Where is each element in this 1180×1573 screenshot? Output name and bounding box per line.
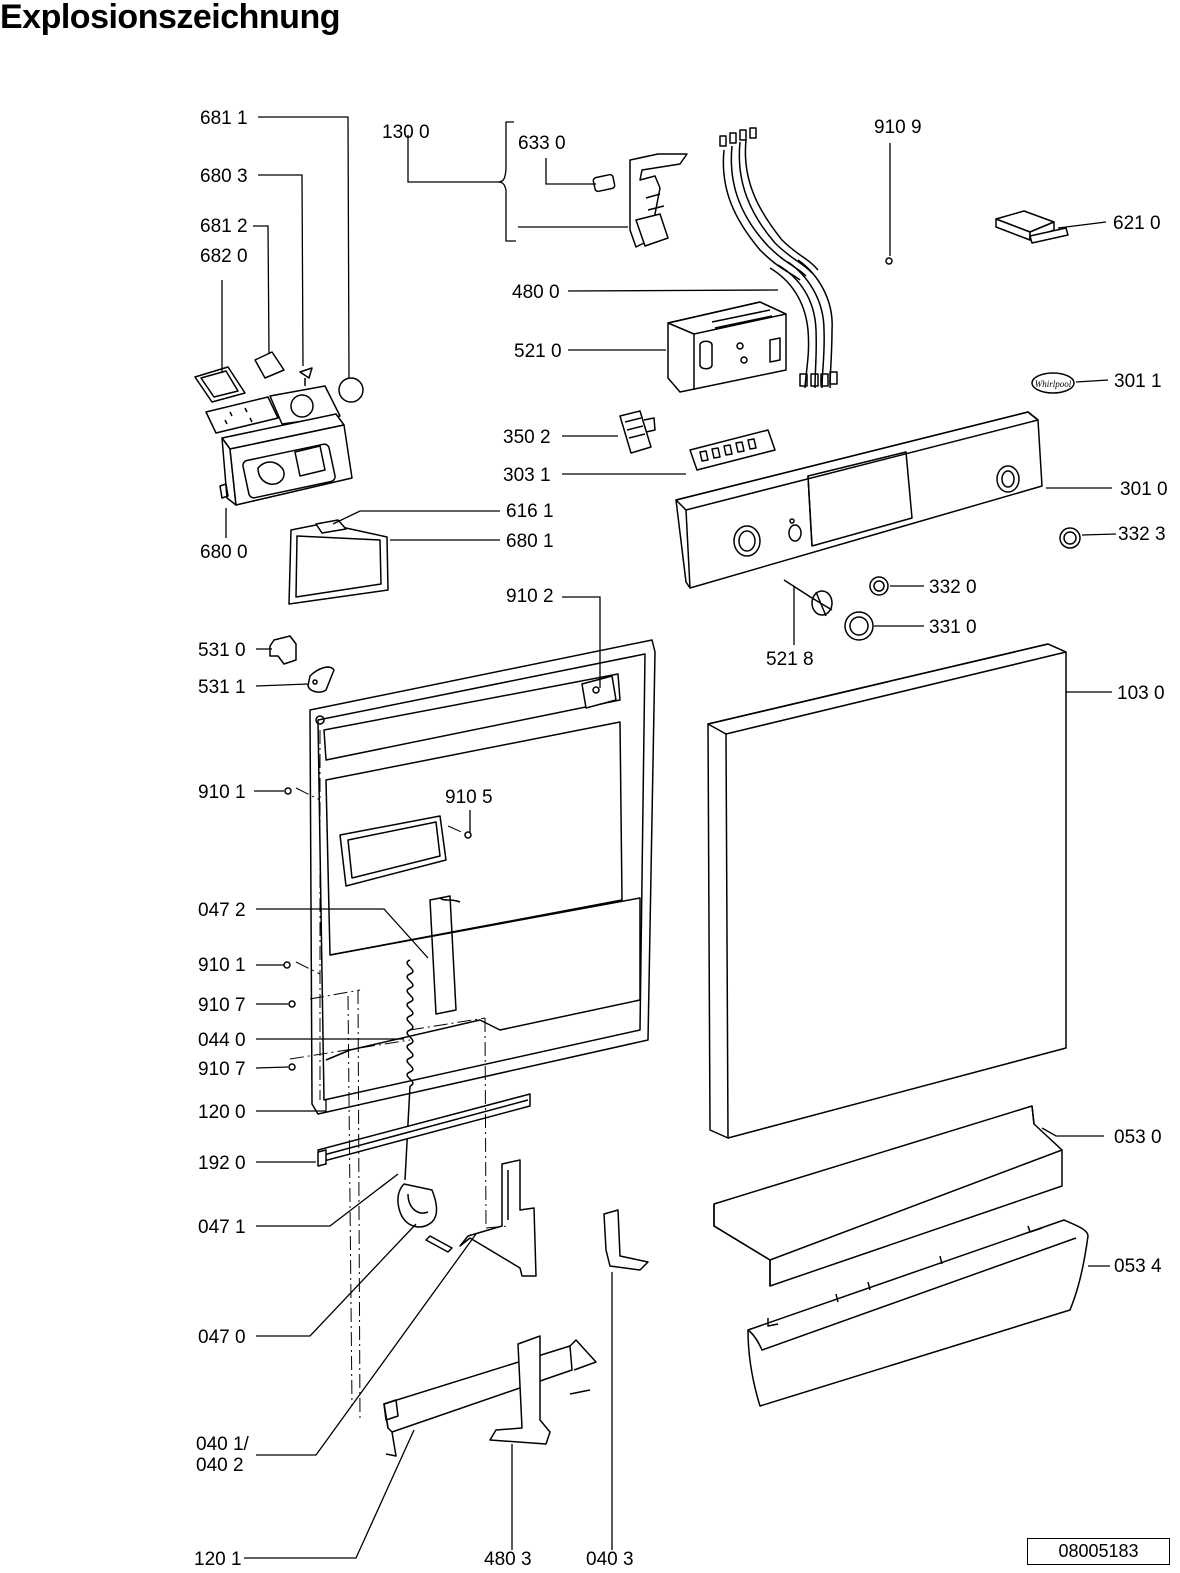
- page-title: Explosionszeichnung: [0, 0, 340, 36]
- electronic-module: [667, 301, 787, 393]
- document-number: 08005183: [1027, 1538, 1170, 1565]
- part-label-910-1-top: 910 1: [198, 782, 246, 803]
- door-latch: [592, 153, 688, 248]
- part-labels: 681 1 680 3 681 2 682 0 680 0 616 1 680 …: [194, 108, 1168, 1570]
- whirlpool-logo-text: Whirlpool: [1035, 379, 1072, 389]
- assembly-lines: [289, 730, 613, 1421]
- part-label-044-0: 044 0: [198, 1030, 246, 1051]
- wiring-harness: [719, 127, 838, 389]
- part-label-616-1: 616 1: [506, 501, 554, 522]
- part-label-350-2: 350 2: [503, 427, 551, 448]
- part-label-910-7-top: 910 7: [198, 995, 246, 1016]
- leader-lines: [221, 116, 1117, 1559]
- part-label-910-1-bottom: 910 1: [198, 955, 246, 976]
- part-label-480-3: 480 3: [484, 1549, 532, 1570]
- part-label-682-0: 682 0: [200, 246, 248, 267]
- control-panel: [675, 411, 1043, 589]
- part-label-303-1: 303 1: [503, 465, 551, 486]
- dispenser-assembly: [194, 351, 364, 506]
- part-label-480-0: 480 0: [512, 282, 560, 303]
- part-label-521-8: 521 8: [766, 649, 814, 670]
- outer-door: [707, 643, 1067, 1139]
- part-label-120-1: 120 1: [194, 1549, 242, 1570]
- part-label-301-0: 301 0: [1120, 479, 1168, 500]
- part-label-053-4: 053 4: [1114, 1256, 1162, 1277]
- kick-plate: [713, 1105, 1063, 1287]
- part-label-681-2: 681 2: [200, 216, 248, 237]
- part-label-120-0: 120 0: [198, 1102, 246, 1123]
- part-label-680-0: 680 0: [200, 542, 248, 563]
- part-label-192-0: 192 0: [198, 1153, 246, 1174]
- part-label-103-0: 103 0: [1117, 683, 1165, 704]
- part-label-521-0: 521 0: [514, 341, 562, 362]
- plinth: [747, 1219, 1089, 1407]
- part-label-053-0: 053 0: [1114, 1127, 1162, 1148]
- part-label-332-0: 332 0: [929, 577, 977, 598]
- part-drawings: Whirlpool: [194, 127, 1089, 1457]
- part-label-680-1: 680 1: [506, 531, 554, 552]
- part-label-047-0: 047 0: [198, 1327, 246, 1348]
- part-label-680-3: 680 3: [200, 166, 248, 187]
- part-label-040-1: 040 1/: [196, 1434, 250, 1455]
- part-label-621-0: 621 0: [1113, 213, 1161, 234]
- part-label-910-2: 910 2: [506, 586, 554, 607]
- part-label-910-7-bottom: 910 7: [198, 1059, 246, 1080]
- part-label-910-5: 910 5: [445, 787, 493, 808]
- part-label-040-2: 040 2: [196, 1455, 244, 1476]
- switch-component: [995, 210, 1069, 244]
- part-label-331-0: 331 0: [929, 617, 977, 638]
- part-label-301-1: 301 1: [1114, 371, 1162, 392]
- part-label-130-0: 130 0: [382, 122, 430, 143]
- part-label-531-1: 531 1: [198, 677, 246, 698]
- part-label-633-0: 633 0: [518, 133, 566, 154]
- part-label-040-3: 040 3: [586, 1549, 634, 1570]
- part-label-047-2: 047 2: [198, 900, 246, 921]
- part-label-681-1: 681 1: [200, 108, 248, 129]
- part-label-531-0: 531 0: [198, 640, 246, 661]
- inner-door: [309, 639, 656, 1115]
- part-label-332-3: 332 3: [1118, 524, 1166, 545]
- part-label-047-1: 047 1: [198, 1217, 246, 1238]
- part-label-910-9: 910 9: [874, 117, 922, 138]
